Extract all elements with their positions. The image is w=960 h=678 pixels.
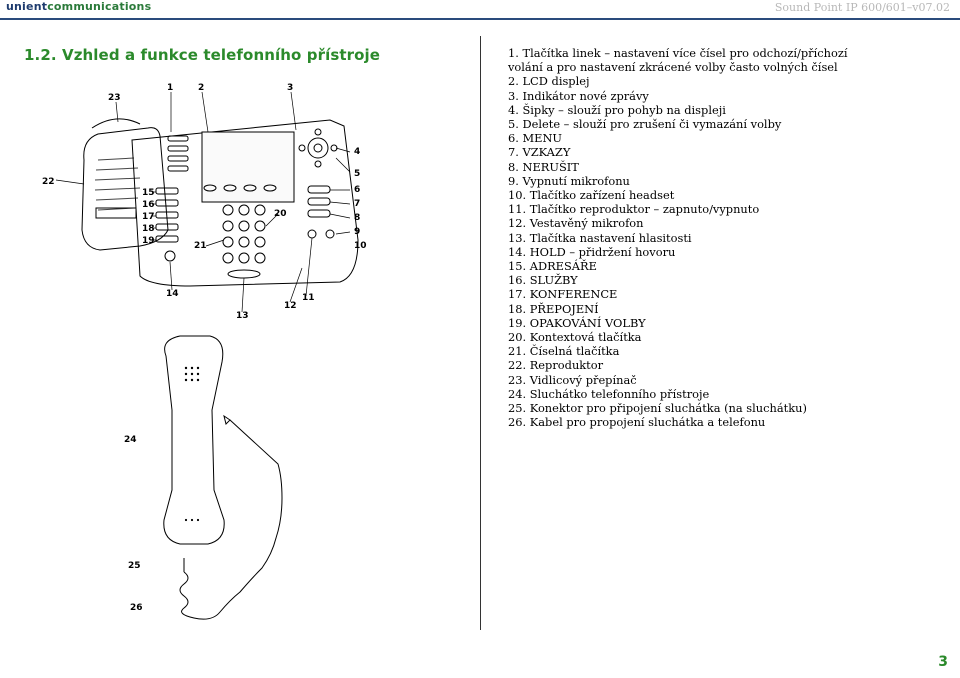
callout-10: 10 xyxy=(354,241,367,251)
callout-6: 6 xyxy=(354,185,360,195)
legend-item: 24. Sluchátko telefonního přístroje xyxy=(508,386,710,401)
callout-4: 4 xyxy=(354,147,360,157)
legend-item: 1. Tlačítka linek – nastavení více čísel… xyxy=(508,46,848,60)
legend-item: 10. Tlačítko zařízení headset xyxy=(508,188,675,203)
legend-item: 19. OPAKOVÁNÍ VOLBY xyxy=(508,315,646,330)
legend-item: 18. PŘEPOJENÍ xyxy=(508,301,599,316)
callout-20: 20 xyxy=(274,209,287,219)
header-divider xyxy=(0,18,960,20)
legend-item: 15. ADRESÁŘE xyxy=(508,259,597,274)
legend-item: 12. Vestavěný mikrofon xyxy=(508,216,644,231)
callout-1: 1 xyxy=(167,83,173,93)
legend-item: 5. Delete – slouží pro zrušení či vymazá… xyxy=(508,117,782,132)
callout-8: 8 xyxy=(354,213,360,223)
callout-3: 3 xyxy=(287,83,293,93)
legend-item: 7. VZKAZY xyxy=(508,145,571,160)
document-title: Sound Point IP 600/601–v07.02 xyxy=(774,1,950,14)
page-number: 3 xyxy=(938,654,948,670)
callout-25: 25 xyxy=(128,561,141,571)
handset xyxy=(163,335,225,545)
legend-item: 9. Vypnutí mikrofonu xyxy=(508,173,630,188)
callout-18: 18 xyxy=(142,224,155,234)
logo-suffix: communications xyxy=(47,0,152,13)
callout-9: 9 xyxy=(354,227,360,237)
legend-item: 25. Konektor pro připojení sluchátka (na… xyxy=(508,401,807,416)
legend-item: 8. NERUŠIT xyxy=(508,159,579,174)
legend-item: 17. KONFERENCE xyxy=(508,287,618,302)
legend-item: 3. Indikátor nové zprávy xyxy=(508,88,649,103)
callout-12: 12 xyxy=(284,301,297,311)
legend-item: volání a pro nastavení zkrácené volby ča… xyxy=(508,60,838,75)
legend-item: 26. Kabel pro propojení sluchátka a tele… xyxy=(508,415,766,430)
callout-21: 21 xyxy=(194,241,207,251)
legend-list: 1. Tlačítka linek – nastavení více čísel… xyxy=(508,46,948,429)
callout-2: 2 xyxy=(198,83,204,93)
legend-item: 23. Vidlicový přepínač xyxy=(508,372,637,387)
legend-item: 13. Tlačítka nastavení hlasitosti xyxy=(508,230,692,245)
legend-item: 20. Kontextová tlačítka xyxy=(508,330,642,345)
logo-prefix: unient xyxy=(6,0,48,13)
callout-19: 19 xyxy=(142,236,155,246)
legend-item: 22. Reproduktor xyxy=(508,358,604,373)
legend-item: 16. SLUŽBY xyxy=(508,273,578,288)
legend-item: 11. Tlačítko reproduktor – zapnuto/vypnu… xyxy=(508,202,760,217)
callout-17: 17 xyxy=(142,212,155,222)
callout-15: 15 xyxy=(142,188,155,198)
legend-item: 14. HOLD – přidržení hovoru xyxy=(508,244,676,259)
section-title: 1.2. Vzhled a funkce telefonního přístro… xyxy=(24,46,381,64)
legend-item: 4. Šipky – slouží pro pohyb na displeji xyxy=(508,102,726,117)
column-divider xyxy=(480,36,481,630)
company-logo: unientcommunications xyxy=(6,0,151,13)
callout-14: 14 xyxy=(166,289,179,299)
callout-22: 22 xyxy=(42,177,55,187)
callout-23: 23 xyxy=(108,93,121,103)
phone-diagram: 1 2 3 4 5 6 7 8 9 10 11 12 13 14 15 16 1… xyxy=(42,83,367,620)
callout-7: 7 xyxy=(354,199,360,209)
callout-26: 26 xyxy=(130,603,143,613)
callout-16: 16 xyxy=(142,200,155,210)
legend-item: 6. MENU xyxy=(508,131,563,146)
callout-24: 24 xyxy=(124,435,137,445)
callout-5: 5 xyxy=(354,169,360,179)
legend-item: 21. Číselná tlačítka xyxy=(508,344,620,359)
callout-11: 11 xyxy=(302,293,315,303)
legend-item: 2. LCD displej xyxy=(508,74,590,89)
callout-13: 13 xyxy=(236,311,249,321)
